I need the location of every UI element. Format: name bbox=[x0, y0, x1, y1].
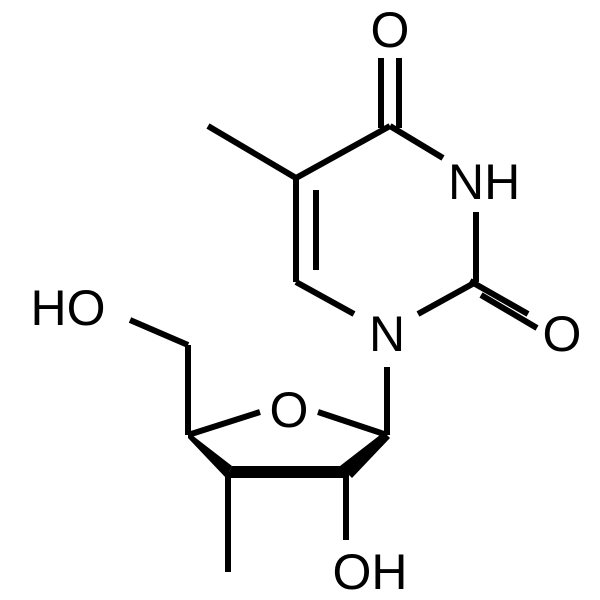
atom-oh-bottom: OH bbox=[333, 544, 408, 600]
wedge-c2prime-c1prime bbox=[340, 432, 390, 478]
bond-n1-c6 bbox=[294, 279, 356, 317]
atom-o-carbonyl-top: O bbox=[371, 2, 410, 58]
atom-o-carbonyl-right: O bbox=[543, 306, 582, 362]
bond-c1prime-o4prime bbox=[317, 409, 388, 438]
bond-c5prime-o5prime bbox=[128, 317, 190, 348]
atom-ho-left: HO bbox=[31, 280, 106, 336]
bond-o4prime-c4prime bbox=[187, 409, 261, 438]
bond-c2-n1 bbox=[416, 279, 478, 317]
wedge-c3prime-c2prime bbox=[226, 466, 346, 478]
bond-c2-o-a bbox=[468, 278, 530, 317]
atom-n1: N bbox=[369, 306, 405, 362]
bond-c5-methyl bbox=[206, 123, 298, 181]
bond-c2-o-b bbox=[479, 292, 539, 331]
bond-c5-c4 bbox=[294, 123, 392, 181]
atom-nh: NH bbox=[448, 154, 520, 210]
bond-c4-n3 bbox=[388, 123, 445, 161]
atom-o-ring: O bbox=[270, 382, 309, 438]
wedge-c4prime-c3prime bbox=[188, 432, 232, 478]
